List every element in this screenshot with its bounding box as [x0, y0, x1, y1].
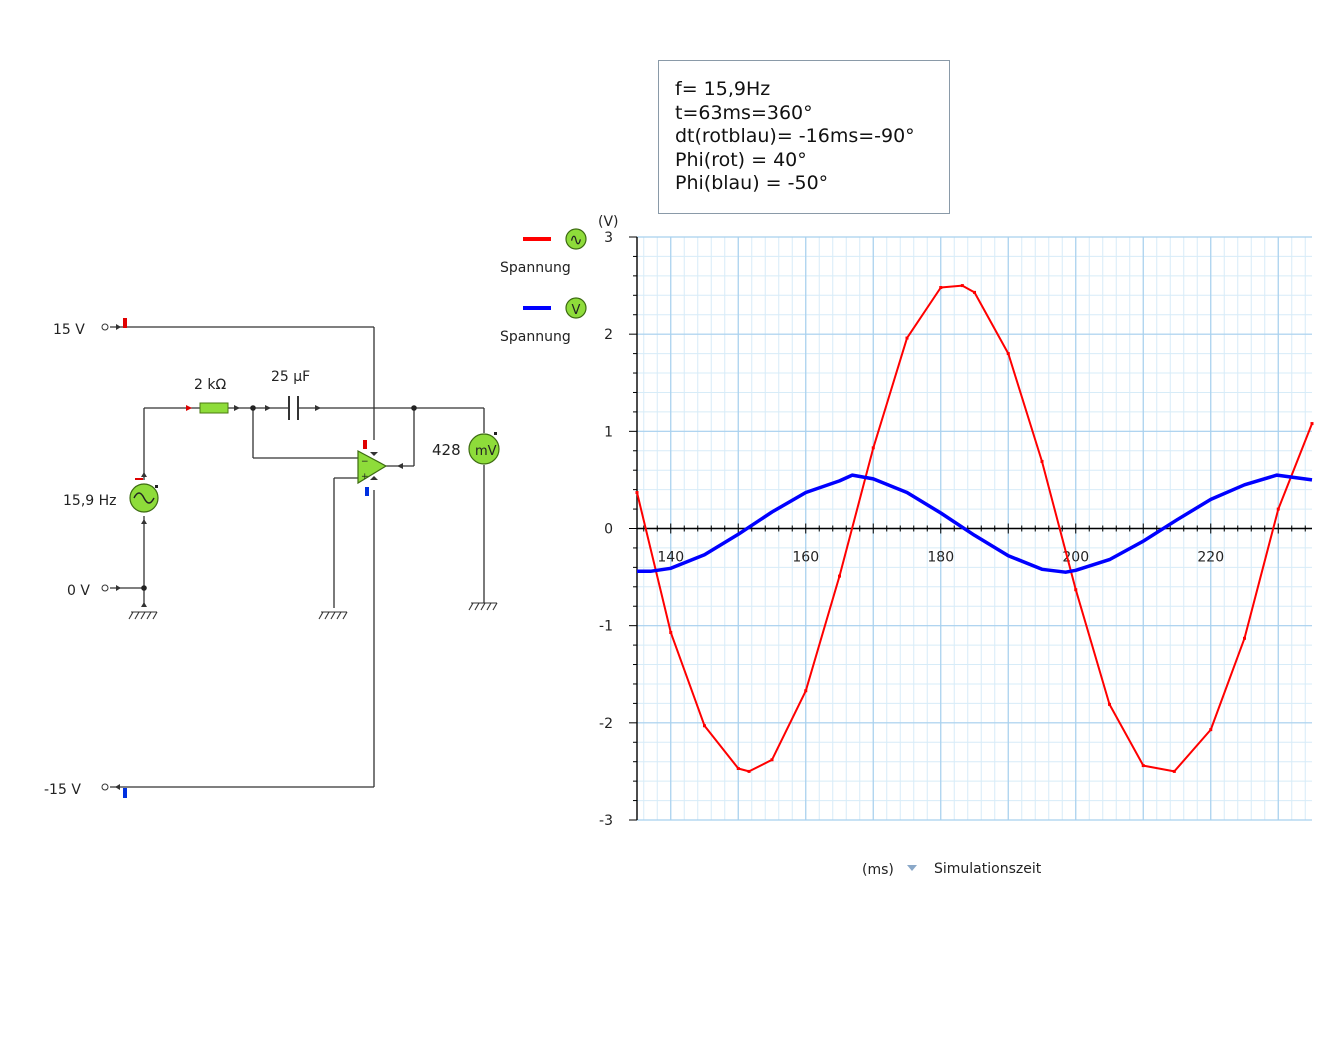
series-point [804, 689, 808, 693]
series-point [1141, 764, 1145, 768]
svg-text:+: + [361, 472, 369, 482]
series-point [1172, 769, 1176, 773]
op-amp[interactable]: − + [357, 449, 388, 485]
meter-unit: mV [475, 444, 497, 459]
meter-value: 428 [432, 441, 461, 459]
x-axis-dropdown-icon[interactable] [907, 865, 917, 871]
source-frequency-label: 15,9 Hz [63, 493, 117, 509]
series-point [1276, 507, 1280, 511]
y-tick-label: 3 [604, 230, 613, 246]
supply-neg-marker [123, 788, 127, 798]
supply-pos-label: 15 V [53, 322, 85, 338]
x-tick-label: 140 [657, 550, 684, 566]
legend-swatch [523, 306, 551, 310]
legend: ∿ Spannung V Spannung [500, 228, 587, 345]
sine-source-glyph: ∿ [569, 230, 582, 249]
series-point [703, 724, 706, 728]
series-point [939, 286, 943, 290]
series-point [905, 336, 909, 340]
x-axis-label: (ms) [862, 862, 894, 878]
y-axis-label: (V) [598, 214, 619, 230]
sine-source-icon [565, 228, 587, 250]
series-point [1006, 352, 1010, 356]
series-point [960, 284, 964, 288]
y-ticks: 3 2 1 0 -1 -2 -3 [599, 230, 637, 829]
legend-label: Spannung [500, 329, 571, 345]
y-tick-label: 1 [604, 424, 613, 440]
y-tick-label: 0 [604, 522, 613, 538]
series-point [1209, 728, 1213, 732]
resistor-label: 2 kΩ [194, 377, 226, 393]
series-point [747, 769, 751, 773]
x-tick-label: 160 [792, 550, 819, 566]
series-point [669, 630, 673, 634]
series-point [1108, 702, 1111, 706]
voltmeter[interactable] [468, 432, 500, 465]
series-point [1310, 422, 1314, 426]
svg-text:−: − [361, 457, 369, 467]
info-line: Phi(rot) = 40° [675, 148, 807, 171]
x-tick-label: 220 [1197, 550, 1224, 566]
legend-item-red[interactable]: ∿ Spannung [500, 228, 587, 276]
y-tick-label: -1 [599, 619, 613, 635]
supply-neg-label: -15 V [44, 782, 81, 798]
voltmeter-icon [565, 297, 587, 319]
series-layer [635, 284, 1314, 773]
legend-swatch [523, 237, 551, 241]
resistor[interactable] [199, 402, 229, 414]
voltmeter-glyph: V [572, 303, 581, 318]
capacitor[interactable] [288, 396, 299, 420]
x-tick-label: 180 [927, 550, 954, 566]
sine-icon [133, 492, 155, 504]
series-point [1074, 588, 1078, 592]
capacitor-label: 25 µF [271, 369, 310, 385]
legend-item-blue[interactable]: V Spannung [500, 297, 587, 345]
y-tick-label: -3 [599, 813, 613, 829]
series-point [973, 290, 976, 294]
info-line: f= 15,9Hz [675, 78, 771, 100]
y-tick-label: -2 [599, 716, 613, 732]
info-line: Phi(blau) = -50° [675, 172, 829, 194]
series-point [838, 574, 841, 578]
series-point [635, 491, 639, 495]
direction-arrows [115, 324, 403, 790]
terminal-markers [101, 318, 417, 798]
info-line: dt(rotblau)= -16ms=-90° [675, 125, 915, 147]
ground-symbols [128, 602, 498, 620]
ac-source[interactable] [129, 478, 159, 513]
series-point [770, 758, 774, 762]
series-point [1040, 459, 1044, 463]
x-axis-selector[interactable]: Simulationszeit [934, 861, 1042, 877]
series-line [637, 473, 1313, 574]
series-point [736, 767, 740, 771]
legend-label: Spannung [500, 260, 571, 276]
series-point [1243, 636, 1246, 640]
info-annotation-box: f= 15,9Hz t=63ms=360° dt(rotblau)= -16ms… [658, 60, 950, 214]
y-tick-label: 2 [604, 327, 613, 343]
ground-label: 0 V [67, 583, 90, 599]
supply-pos-marker [123, 318, 127, 328]
series-point [871, 446, 875, 450]
info-line: t=63ms=360° [675, 101, 813, 124]
